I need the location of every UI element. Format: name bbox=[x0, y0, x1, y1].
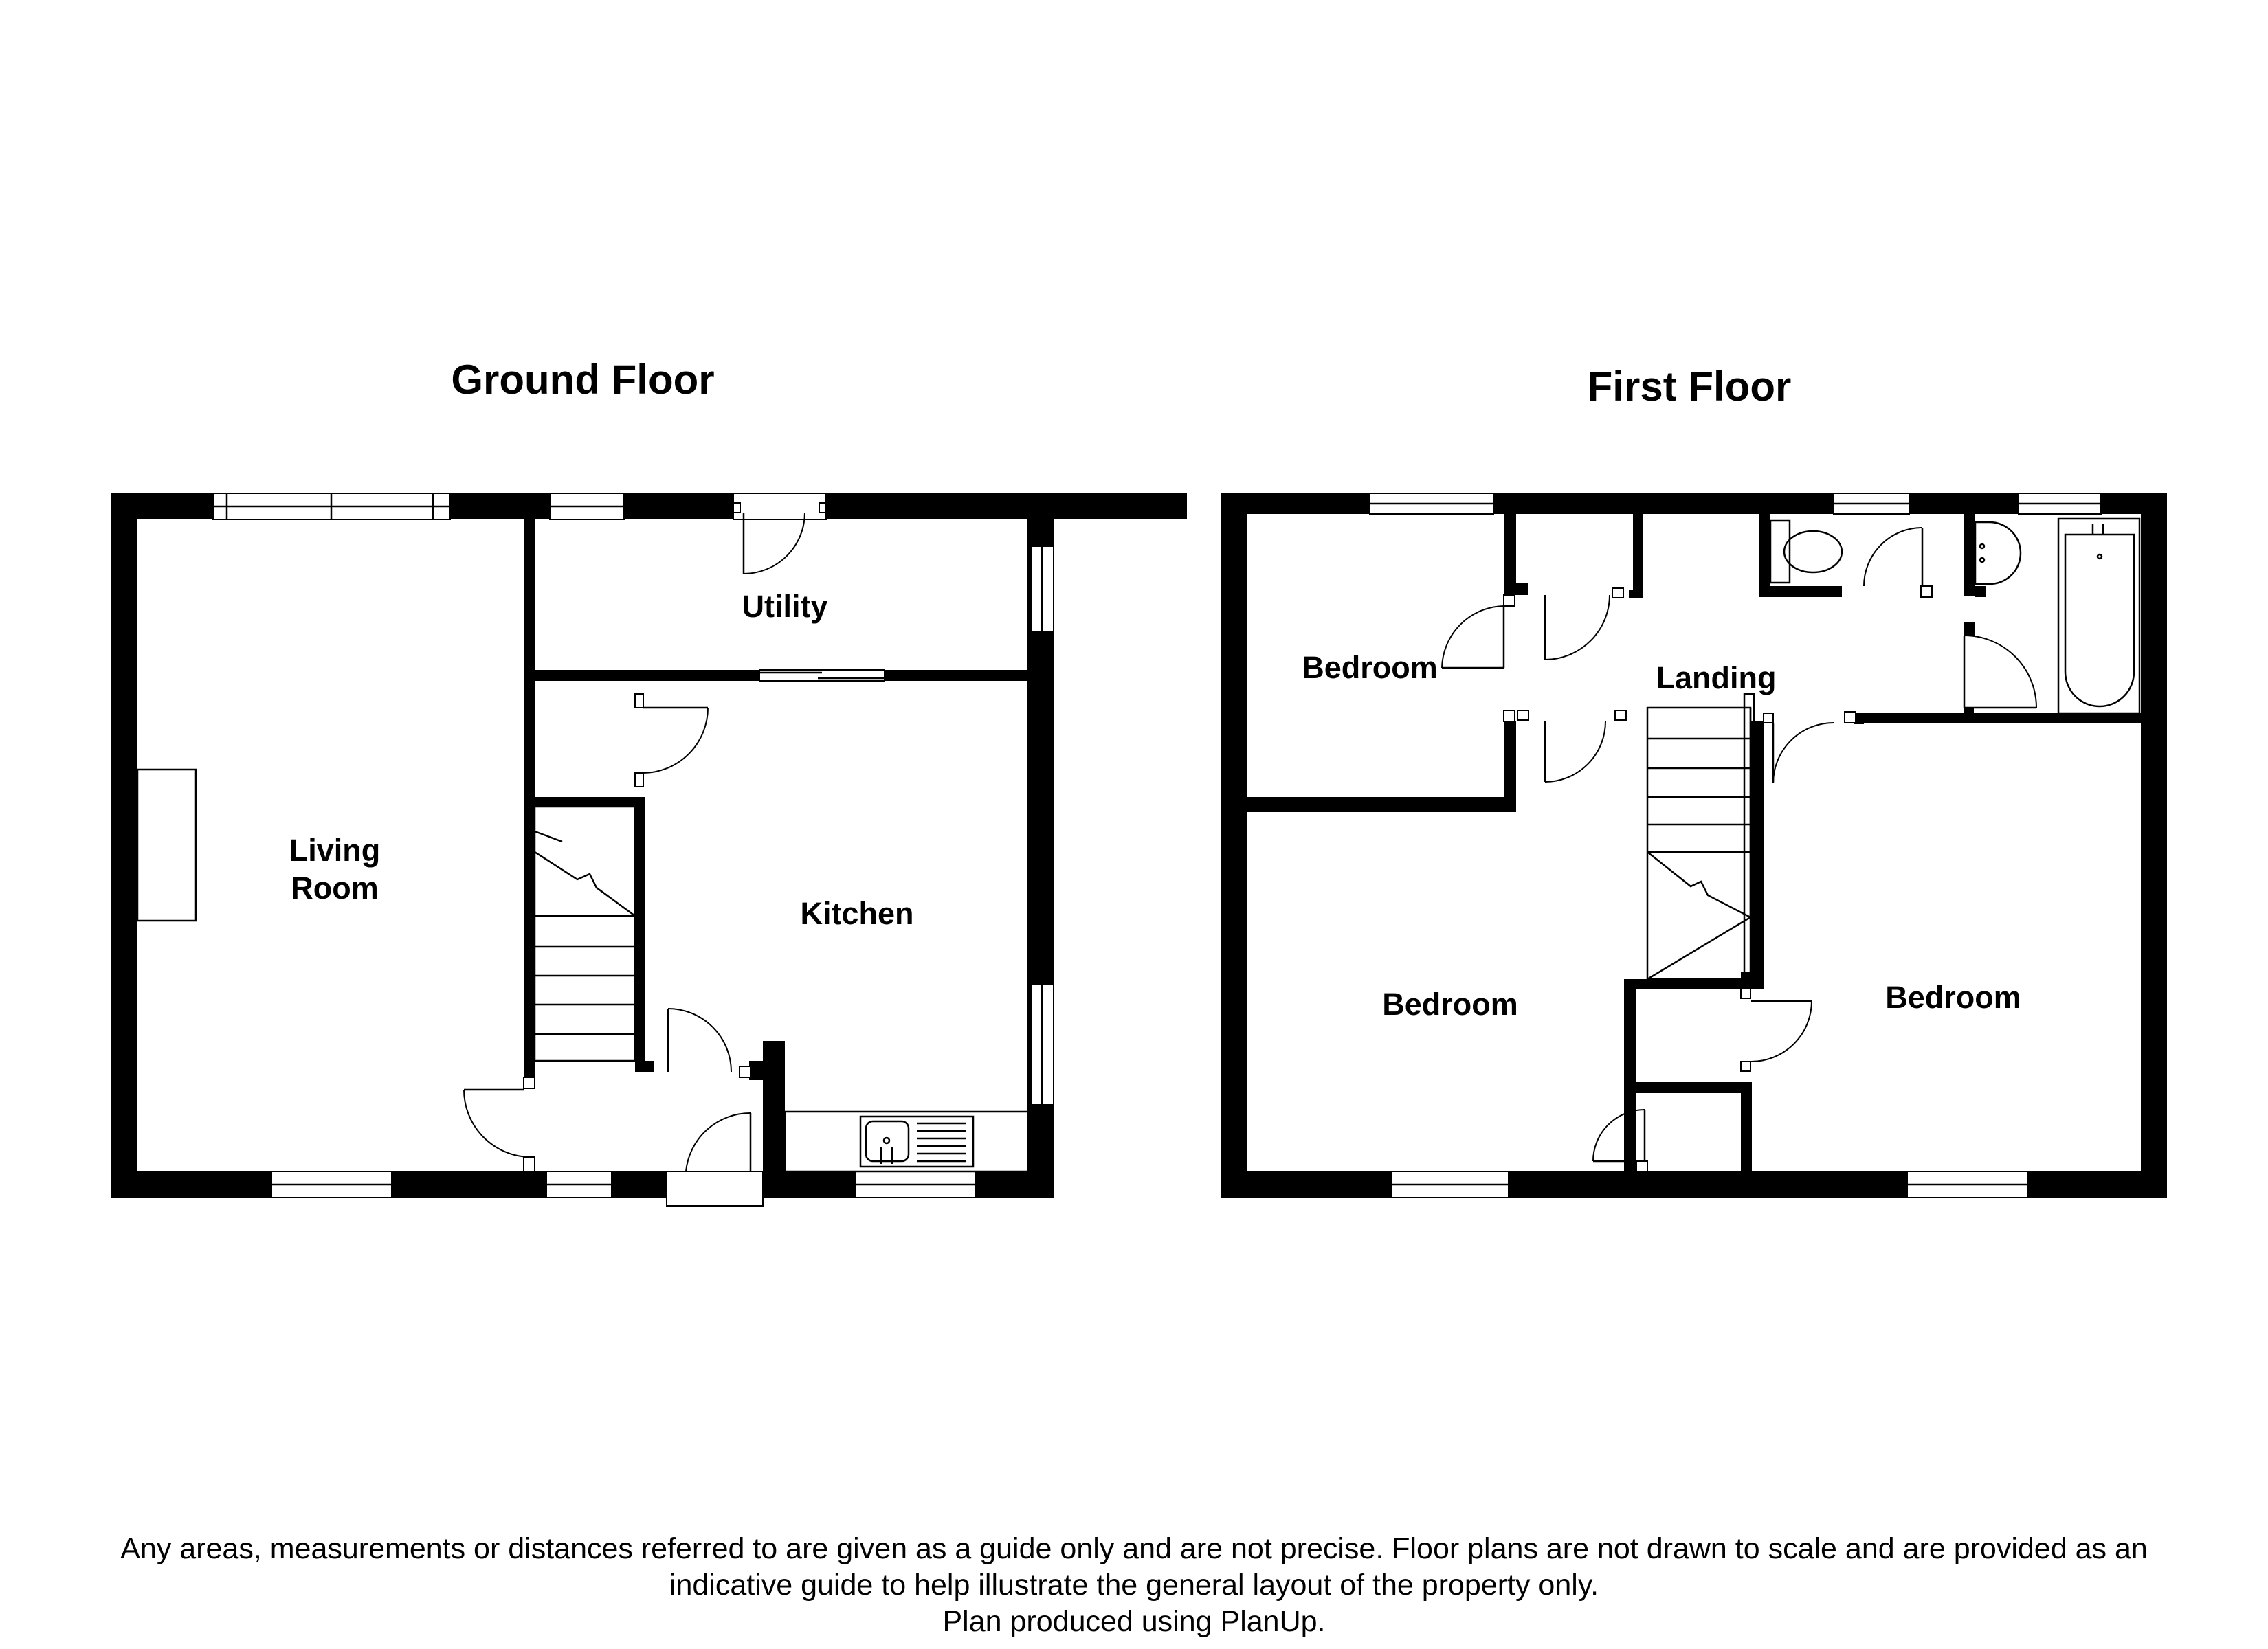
ground-floor-plan: Ground Floor bbox=[111, 357, 1187, 1207]
kitchen-label: Kitchen bbox=[800, 896, 913, 931]
bath bbox=[2057, 517, 2141, 715]
utility-sliding-door bbox=[759, 669, 885, 682]
bathroom-fittings bbox=[1974, 517, 2141, 715]
ground-floor-title: Ground Floor bbox=[451, 357, 714, 403]
first-floor-title: First Floor bbox=[1588, 363, 1792, 410]
disclaimer-line-2: indicative guide to help illustrate the … bbox=[669, 1569, 1599, 1602]
small-bedroom-label: Bedroom bbox=[1302, 650, 1438, 685]
front-door-opening bbox=[666, 1171, 764, 1207]
living-room-label-line1: Living bbox=[289, 833, 381, 868]
first-floor-plan: First Floor bbox=[1221, 363, 2167, 1198]
right-bedroom-label: Bedroom bbox=[1885, 980, 2021, 1015]
landing-label: Landing bbox=[1656, 660, 1777, 695]
ground-floor-windows bbox=[212, 493, 1054, 1207]
first-floor-interior-walls bbox=[1247, 514, 2167, 1171]
first-floor-doors bbox=[1441, 527, 2037, 1172]
left-bedroom-label: Bedroom bbox=[1382, 987, 1518, 1022]
ground-floor-exterior-walls bbox=[111, 493, 1187, 1198]
kitchen-sink bbox=[859, 1115, 975, 1168]
disclaimer-line-1: Any areas, measurements or distances ref… bbox=[120, 1532, 2148, 1565]
kitchen-worktop bbox=[783, 1110, 1032, 1173]
living-room-label-line2: Room bbox=[291, 871, 379, 906]
utility-door-opening bbox=[733, 493, 827, 520]
wc-toilet bbox=[1769, 519, 1843, 584]
ground-floor-interior-walls bbox=[524, 519, 1034, 1198]
bathroom-basin bbox=[1974, 521, 2022, 585]
disclaimer-line-3: Plan produced using PlanUp. bbox=[942, 1605, 1326, 1638]
disclaimer-text: Any areas, measurements or distances ref… bbox=[0, 1531, 2268, 1640]
ground-floor-staircase bbox=[533, 805, 636, 1062]
first-floor-staircase bbox=[1646, 693, 1755, 984]
ground-floor-doors bbox=[463, 502, 827, 1172]
first-floor-windows bbox=[1369, 493, 2102, 1198]
living-room-chimney-breast bbox=[136, 768, 197, 922]
utility-label: Utility bbox=[742, 589, 827, 624]
